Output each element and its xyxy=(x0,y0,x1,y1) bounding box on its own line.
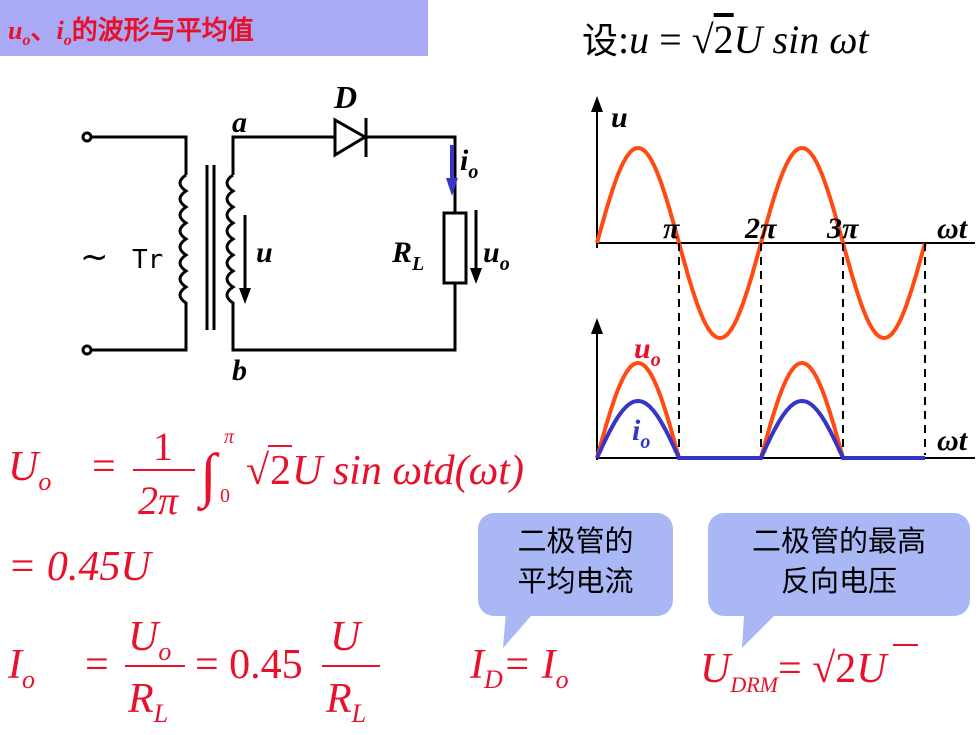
setup-formula: 设:u = √2U sin ωt xyxy=(582,17,869,62)
title-banner: uo、io的波形与平均值 xyxy=(0,0,428,56)
series-label-io: io xyxy=(632,414,650,453)
secondary-coil xyxy=(225,173,236,310)
waveform-uo-io: ωt uo io xyxy=(591,243,975,460)
load-label: RL xyxy=(391,236,424,275)
integrand-sqrt: 2 xyxy=(270,448,291,494)
callout-line: 二极管的最高 xyxy=(751,524,926,558)
series-label-uo: uo xyxy=(634,332,661,371)
integral-sign: ∫ xyxy=(197,442,220,512)
callout-pointer-current xyxy=(503,600,545,648)
series-line-1 xyxy=(595,398,925,460)
x-axis-label: ωt xyxy=(937,424,969,457)
input-voltage-arrow xyxy=(239,215,251,304)
node-a-label: a xyxy=(232,106,247,139)
io-eq2: = 0.45 xyxy=(195,642,303,688)
y-axis-arrow xyxy=(591,96,603,112)
io-frac1-den: RL xyxy=(127,676,168,728)
int-upper: π xyxy=(224,426,235,448)
x-axis-label: ωt xyxy=(937,212,969,245)
input-voltage-label: u xyxy=(256,236,273,269)
load-resistor xyxy=(442,211,468,285)
current-arrow xyxy=(446,145,458,196)
primary-wire-top xyxy=(91,135,188,175)
callout-line: 平均电流 xyxy=(517,564,634,598)
circuit xyxy=(81,117,468,356)
io-frac2-den: RL xyxy=(325,676,366,728)
io-frac2-num: U xyxy=(330,614,363,660)
uo-equals: = xyxy=(92,444,116,490)
output-voltage-arrow xyxy=(470,210,482,284)
ac-source-symbol: ~ xyxy=(80,237,109,277)
y-axis-label: u xyxy=(611,101,628,134)
uo-result: = 0.45U xyxy=(8,544,153,590)
id-formula: ID= Io xyxy=(469,642,569,694)
primary-wire-bottom xyxy=(91,310,188,352)
udrm-formula: UDRM= √2U xyxy=(700,646,889,697)
tick-label: 2π xyxy=(744,212,777,245)
current-label: io xyxy=(460,144,478,183)
diode-voltage-callout: 二极管的最高 反向电压 xyxy=(708,513,970,616)
uo-frac-num: 1 xyxy=(153,424,173,469)
primary-coil xyxy=(178,173,189,310)
int-lower: 0 xyxy=(220,485,230,507)
uo-lhs: Uo xyxy=(8,444,51,496)
tick-label: π xyxy=(663,212,680,245)
io-lhs: Io xyxy=(7,642,35,694)
sqrt-sign: √ xyxy=(246,448,270,494)
slide-title: uo、io的波形与平均值 xyxy=(8,16,254,50)
transformer-label: Tr xyxy=(132,245,163,275)
secondary-wire-bottom xyxy=(231,283,457,352)
io-frac1-num: Uo xyxy=(128,614,171,666)
callout-pointer-voltage xyxy=(742,600,790,648)
tick-label: 3π xyxy=(826,212,859,245)
callout-line: 二极管的 xyxy=(517,524,634,558)
diode-label: D xyxy=(333,79,357,115)
output-voltage-label: uo xyxy=(483,236,510,275)
integrand-rest: U sin ωtd(ωt) xyxy=(292,448,524,494)
uo-frac-den: 2π xyxy=(138,478,179,523)
node-b-label: b xyxy=(232,354,247,387)
diode-current-callout: 二极管的 平均电流 xyxy=(478,513,673,616)
y-axis-arrow xyxy=(591,318,603,334)
callout-line: 反向电压 xyxy=(780,564,897,598)
io-equals: = xyxy=(85,642,109,688)
output-wire-top xyxy=(366,135,457,213)
diode-triangle xyxy=(333,117,368,158)
secondary-wire-top xyxy=(231,135,335,175)
